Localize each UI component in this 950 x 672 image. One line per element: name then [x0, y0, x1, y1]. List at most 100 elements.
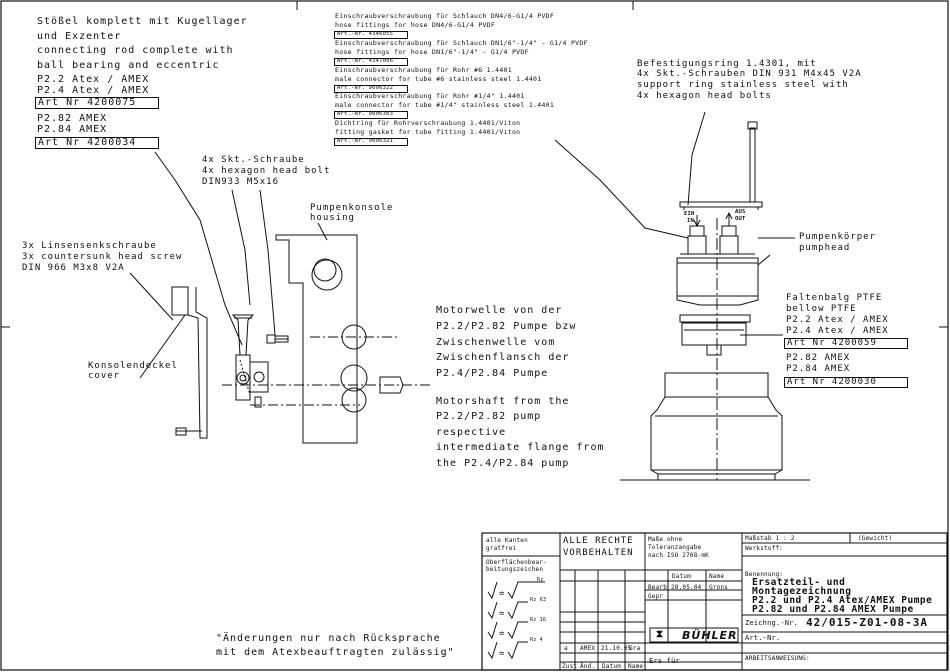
- designation-2: Montagezeichnung: [752, 586, 852, 597]
- weight-label: (Gewicht): [858, 535, 893, 542]
- tappet-label-3: connecting rod complete with: [37, 45, 234, 56]
- motorshaft-9: intermediate flange from: [436, 442, 605, 453]
- bellow-label-1: Faltenbalg PTFE: [786, 293, 883, 303]
- tappet-amex-art: Art Nr 4200034: [35, 137, 159, 149]
- tolerance-2: Toleranzangabe: [648, 544, 702, 551]
- motorshaft-6: Motorshaft from the: [436, 396, 570, 407]
- bellow-atex-art: Art Nr 4200059: [784, 338, 908, 349]
- flange-part: [620, 372, 810, 481]
- motorshaft-10: the P2.4/P2.84 pump: [436, 458, 570, 469]
- rev-name: Gra: [629, 645, 641, 652]
- rev-change: AMEX: [580, 645, 596, 652]
- surface-label-2: beitungszeichen: [486, 566, 544, 573]
- bellow-atex-2: P2.4 Atex / AMEX: [786, 326, 889, 336]
- bellow-atex-1: P2.2 Atex / AMEX: [786, 315, 889, 325]
- ring-label-4: 4x hexagon head bolts: [637, 91, 772, 101]
- bellow-label-2: bellow PTFE: [786, 304, 857, 314]
- screw-label-3: DIN 966 M3x8 V2A: [22, 263, 125, 273]
- title-block-grid: [481, 532, 948, 671]
- designation-4: P2.82 und P2.84 AMEX Pumpe: [752, 604, 914, 615]
- rev-zust: a: [564, 645, 568, 652]
- roughness-symbols: [487, 581, 545, 660]
- screw-label-1: 3x Linsensenkschraube: [22, 241, 157, 251]
- rough-rz4: Rz 4: [530, 637, 543, 643]
- rough-eq-2: =: [499, 609, 506, 619]
- bellow-amex-art: Art Nr 4200030: [784, 377, 908, 388]
- ring-label-2: 4x Skt.-Schrauben DIN 931 M4x45 V2A: [637, 69, 862, 79]
- motorshaft-1: Motorwelle von der: [436, 305, 563, 316]
- bearb-label: Bearb: [648, 584, 668, 591]
- material-label: Werkstoff:: [745, 545, 784, 552]
- fitting-5-art: Art.-Nr. 9006321: [334, 138, 408, 146]
- housing-label-2: housing: [310, 213, 355, 223]
- rev-header-zust: Zust: [562, 663, 578, 670]
- tolerance-1: Maße ohne: [648, 536, 683, 543]
- bellow-amex-2: P2.84 AMEX: [786, 364, 851, 374]
- rough-rz: Rz: [537, 577, 544, 583]
- rough-eq-1: =: [499, 589, 506, 599]
- motorshaft-4: Zwischenflansch der: [436, 352, 570, 363]
- cover-label-1: Konsolendeckel: [88, 361, 178, 371]
- buehler-logo: BÜHLER: [682, 629, 738, 642]
- housing-part: [275, 234, 368, 444]
- designation-1: Ersatzteil- und: [752, 577, 846, 588]
- tappet-amex-1: P2.82 AMEX: [37, 113, 108, 124]
- date-col: Datum: [672, 573, 692, 580]
- fitting-3-de: Einschraubverschraubung für Rohr #6 1.44…: [335, 66, 512, 74]
- drawing-no-label: Zeichng.-Nr.: [745, 619, 798, 627]
- fitting-2-art: Art.-Nr. 4347006: [334, 58, 408, 66]
- pumphead-label-1: Pumpenkörper: [799, 232, 877, 242]
- cover-label-2: cover: [88, 371, 121, 381]
- motorshaft-7: P2.2/P2.82 pump: [436, 411, 542, 422]
- rough-eq-4: =: [499, 649, 506, 659]
- connecting-rod-part: [231, 314, 269, 408]
- scale-label: Maßstab 1 : 2: [745, 535, 795, 542]
- bolt-label-1: 4x Skt.-Schraube: [202, 155, 305, 165]
- tappet-atex-1: P2.2 Atex / AMEX: [37, 74, 150, 85]
- footer-note-1: "Änderungen nur nach Rücksprache: [216, 633, 441, 644]
- cover-part: [171, 286, 208, 439]
- name-col: Name: [709, 573, 725, 580]
- bearb-date: 28.05.04: [671, 584, 702, 591]
- rev-date: 21.10.05: [601, 645, 632, 652]
- drawing-no: 42/015-Z01-08-3A: [806, 616, 928, 629]
- ers-fuer: Ers für: [649, 657, 680, 665]
- motorshaft-8: respective: [436, 427, 507, 438]
- fitting-2-en: hose fittings for hose DN1/6"-1/4" - G1/…: [335, 48, 529, 56]
- tolerance-3: nach ISO 2768-mK: [648, 552, 709, 559]
- tappet-atex-2: P2.4 Atex / AMEX: [37, 85, 150, 96]
- designation-label: Benennung:: [745, 571, 784, 578]
- support-ring-part: [679, 121, 763, 210]
- fitting-1-art: Art.-Nr. 4346055: [334, 31, 408, 39]
- bellow-part: [679, 314, 751, 356]
- fitting-4-art: Art.-Nr. 9006303: [334, 111, 408, 119]
- tappet-atex-art: Art Nr 4200075: [35, 97, 159, 109]
- gepr-label: Gepr: [648, 593, 664, 600]
- fitting-4-en: male connector for tube #1/4" stainless …: [335, 101, 555, 109]
- ring-label-3: support ring stainless steel with: [637, 80, 849, 90]
- port-in-2: IN: [687, 218, 695, 224]
- port-out-2: OUT: [735, 216, 746, 222]
- bolt-label-2: 4x hexagon head bolt: [202, 166, 331, 176]
- rough-rz16: Rz 16: [530, 617, 547, 623]
- motorshaft-2: P2.2/P2.82 Pumpe bzw: [436, 321, 577, 332]
- rights-2: VORBEHALTEN: [563, 548, 634, 558]
- fitting-5-de: Dichtring für Rohrverschraubung 1.4401/V…: [335, 119, 521, 127]
- motorshaft-3: Zwischenwelle vom: [436, 337, 556, 348]
- port-in-1: EIN: [684, 211, 695, 217]
- fitting-1-en: hose fittings for hose DN4/6-G1/4 PVDF: [335, 21, 496, 29]
- tappet-label-4: ball bearing and eccentric: [37, 60, 220, 71]
- work-label: ARBEITSANWEISUNG:: [745, 655, 810, 662]
- rev-header-aend: Änd.: [580, 663, 596, 670]
- rev-header-name: Name: [628, 663, 644, 670]
- fitting-1-de: Einschraubverschraubung für Schlauch DN4…: [335, 12, 555, 20]
- rough-eq-3: =: [499, 629, 506, 639]
- motorshaft-5: P2.4/P2.84 Pumpe: [436, 368, 549, 379]
- fitting-5-en: fitting gasket for tube fitting 1.4401/V…: [335, 128, 521, 136]
- surface-label-1: Oberflächenbear-: [486, 559, 547, 566]
- housing-label-1: Pumpenkonsole: [310, 203, 394, 213]
- tappet-amex-2: P2.84 AMEX: [37, 124, 108, 135]
- pumphead-label-2: pumphead: [799, 243, 851, 253]
